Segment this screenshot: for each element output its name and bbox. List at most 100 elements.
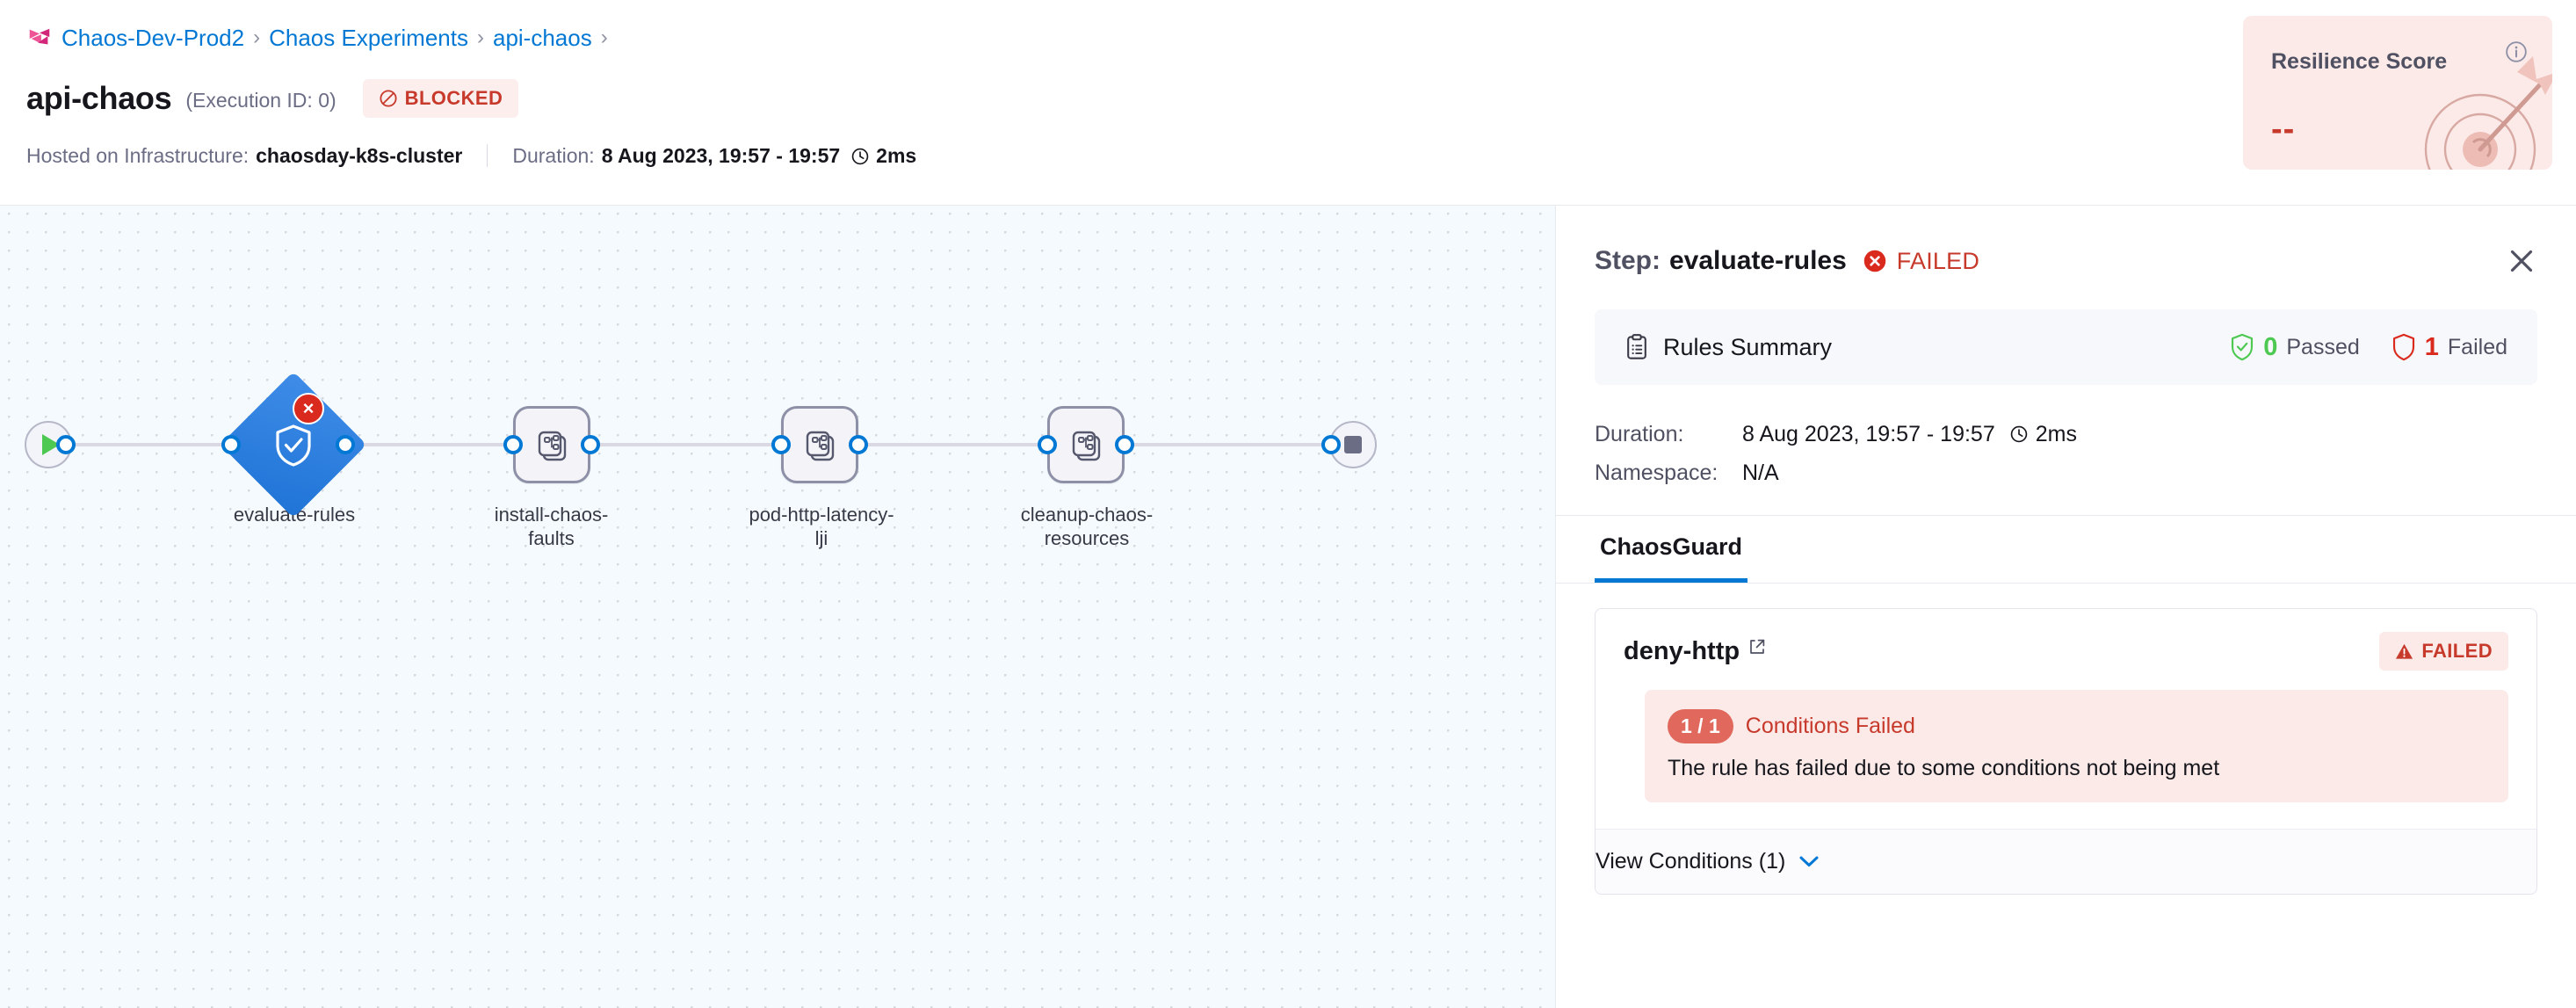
edge-latency-to-cleanup <box>857 443 1053 446</box>
conditions-failed-label: Conditions Failed <box>1745 713 1915 738</box>
port-install-out[interactable] <box>581 435 600 454</box>
conditions-failed-header: 1 / 1 Conditions Failed <box>1668 709 2486 743</box>
play-icon <box>41 434 60 455</box>
edge-evaluate-rules-to-install <box>343 443 525 446</box>
infra-label: Hosted on Infrastructure: <box>26 143 250 167</box>
error-circle-icon <box>1863 250 1886 272</box>
infra-value: chaosday-k8s-cluster <box>256 143 463 167</box>
close-icon[interactable] <box>2506 245 2537 277</box>
status-badge: BLOCKED <box>362 79 519 118</box>
detail-value: 8 Aug 2023, 19:57 - 19:57 2ms <box>1742 422 2077 447</box>
panel-status-text: FAILED <box>1896 247 1980 274</box>
page-header: Chaos-Dev-Prod2 › Chaos Experiments › ap… <box>0 0 2576 206</box>
duration-value: 8 Aug 2023, 19:57 - 19:57 <box>601 143 841 167</box>
step-details-panel: Step: evaluate-rules FAILED <box>1555 206 2576 1008</box>
stop-icon <box>1344 436 1362 453</box>
port-cleanup-out[interactable] <box>1115 435 1134 454</box>
edge-cleanup-to-end <box>1125 443 1327 446</box>
node-label-install-chaos-faults: install-chaos- faults <box>494 504 609 549</box>
rules-passed-count: 0 <box>2263 332 2278 361</box>
step-detail-list: Duration: 8 Aug 2023, 19:57 - 19:57 2ms … <box>1556 385 2576 492</box>
status-badge-label: BLOCKED <box>404 87 503 109</box>
external-link-icon[interactable] <box>1748 638 1766 656</box>
port-evaluate-rules-out[interactable] <box>336 435 355 454</box>
port-latency-in[interactable] <box>771 435 791 454</box>
panel-header: Step: evaluate-rules FAILED <box>1556 206 2576 286</box>
rules-summary-stats: 0 Passed 1 Failed <box>2230 333 2507 362</box>
detail-key: Namespace: <box>1595 460 1719 485</box>
port-evaluate-rules-in[interactable] <box>221 435 241 454</box>
panel-step-name: evaluate-rules <box>1669 246 1847 275</box>
rules-failed-stat: 1 Failed <box>2391 333 2507 362</box>
chaos-experiment-icon <box>1072 431 1101 461</box>
clipboard-icon <box>1627 334 1646 359</box>
breadcrumb-separator: › <box>600 25 608 49</box>
breadcrumb-item-2[interactable]: api-chaos <box>492 25 592 51</box>
rule-header: deny-http FAILED <box>1596 609 2536 690</box>
node-label-cleanup-chaos-resources: cleanup-chaos- resources <box>1020 504 1154 549</box>
flow-node-pod-http-latency-lji[interactable] <box>781 406 858 483</box>
port-start-out[interactable] <box>56 435 76 454</box>
detail-duration-elapsed: 2ms <box>2035 421 2077 446</box>
detail-duration-text: 8 Aug 2023, 19:57 - 19:57 <box>1742 421 1995 446</box>
detail-row-namespace: Namespace: N/A <box>1595 453 2537 492</box>
rules-passed-stat: 0 Passed <box>2230 333 2360 362</box>
rules-passed-label: Passed <box>2286 334 2360 359</box>
body-area: × evaluate-rules <box>0 206 2576 1008</box>
port-install-in[interactable] <box>503 435 523 454</box>
detail-row-duration: Duration: 8 Aug 2023, 19:57 - 19:57 2ms <box>1595 415 2537 453</box>
conditions-failed-description: The rule has failed due to some conditio… <box>1668 755 2220 780</box>
info-circle-icon[interactable] <box>2505 40 2528 63</box>
rule-status-badge: FAILED <box>2379 632 2508 671</box>
resilience-score-value: -- <box>2271 111 2296 148</box>
view-conditions-toggle[interactable]: View Conditions (1) <box>1596 828 2536 894</box>
rule-card-deny-http: deny-http FAILED <box>1595 608 2537 895</box>
breadcrumb-item-1[interactable]: Chaos Experiments <box>269 25 468 51</box>
port-latency-out[interactable] <box>849 435 868 454</box>
clock-icon <box>851 148 869 165</box>
panel-tabs: ChaosGuard <box>1556 515 2576 584</box>
panel-content: deny-http FAILED <box>1556 584 2576 1008</box>
tab-chaosguard[interactable]: ChaosGuard <box>1595 516 1748 583</box>
node-error-badge: × <box>293 393 324 424</box>
page-title: api-chaos <box>26 80 172 116</box>
breadcrumb: Chaos-Dev-Prod2 › Chaos Experiments › ap… <box>26 23 2576 53</box>
flow-node-cleanup-chaos-resources[interactable] <box>1047 406 1125 483</box>
shield-check-icon <box>2232 333 2254 361</box>
resilience-score-card: Resilience Score -- <box>2243 16 2552 170</box>
chaos-experiment-icon <box>806 431 835 461</box>
port-end-in[interactable] <box>1321 435 1341 454</box>
resilience-score-title: Resilience Score <box>2271 49 2448 74</box>
duration-label: Duration: <box>512 143 595 167</box>
meta-divider <box>487 144 488 167</box>
breadcrumb-separator: › <box>253 25 261 49</box>
pipeline-flow: × evaluate-rules <box>0 206 1555 1008</box>
rule-name: deny-http <box>1624 636 1740 665</box>
flow-node-install-chaos-faults[interactable] <box>513 406 590 483</box>
harness-logo-icon <box>29 28 50 45</box>
chaos-experiment-icon <box>538 431 567 461</box>
rules-failed-label: Failed <box>2447 334 2507 359</box>
conditions-failed-box: 1 / 1 Conditions Failed The rule has fai… <box>1645 690 2508 802</box>
conditions-count-badge: 1 / 1 <box>1668 709 1733 743</box>
breadcrumb-separator: › <box>476 25 484 49</box>
rules-summary-title: Rules Summary <box>1663 333 1833 360</box>
rules-summary-card: Rules Summary 0 Passed 1 <box>1595 309 2537 385</box>
duration-elapsed: 2ms <box>876 143 917 167</box>
detail-key: Duration: <box>1595 421 1684 446</box>
view-conditions-label: View Conditions (1) <box>1596 848 1786 874</box>
target-dart-icon <box>2424 56 2552 170</box>
panel-title-prefix: Step: <box>1595 246 1661 275</box>
meta-row: Hosted on Infrastructure: chaosday-k8s-c… <box>26 142 2576 169</box>
node-label-pod-http-latency-lji: pod-http-latency- lji <box>749 504 894 549</box>
title-row: api-chaos (Execution ID: 0) BLOCKED <box>26 76 2576 121</box>
pipeline-canvas[interactable]: × evaluate-rules <box>0 206 1555 1008</box>
port-cleanup-in[interactable] <box>1038 435 1057 454</box>
chevron-down-icon <box>1799 856 1819 867</box>
warning-triangle-icon <box>2396 643 2413 659</box>
rules-failed-count: 1 <box>2424 332 2439 361</box>
breadcrumb-item-0[interactable]: Chaos-Dev-Prod2 <box>62 25 245 51</box>
execution-id: (Execution ID: 0) <box>185 88 336 112</box>
shield-outline-icon <box>2392 333 2414 361</box>
